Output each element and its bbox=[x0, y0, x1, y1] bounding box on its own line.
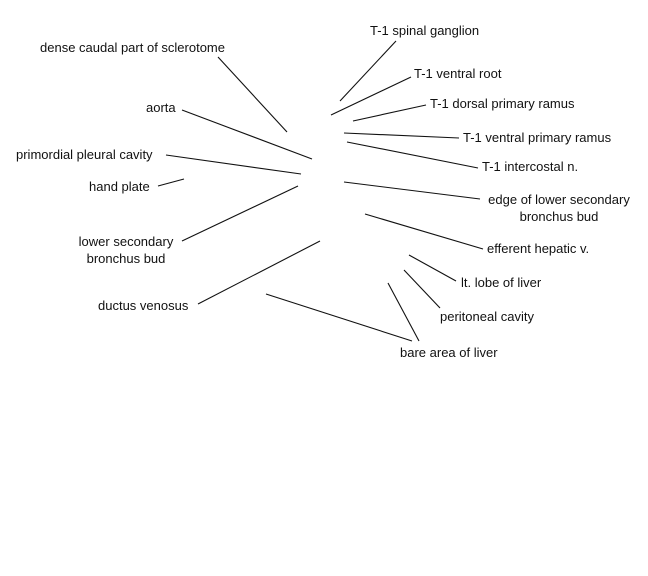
label-t1-ventral-primary-ramus: T-1 ventral primary ramus bbox=[463, 130, 612, 145]
label-dense-caudal-sclerotome: dense caudal part of sclerotome bbox=[40, 40, 225, 55]
leader-lower-secondary-bronchus-bud bbox=[181, 185, 299, 242]
label-ductus-venosus: ductus venosus bbox=[98, 298, 189, 313]
label-aorta: aorta bbox=[146, 100, 176, 115]
label-line: lower secondary bbox=[78, 234, 174, 249]
label-lower-secondary-bronchus-bud: lower secondary bronchus bud bbox=[79, 233, 174, 267]
leader-hand-plate bbox=[157, 178, 185, 187]
label-bare-area-of-liver: bare area of liver bbox=[400, 345, 498, 360]
label-line: bronchus bud bbox=[86, 251, 166, 266]
label-t1-ventral-root: T-1 ventral root bbox=[414, 66, 502, 81]
leader-t1-spinal-ganglion bbox=[339, 40, 397, 102]
label-lt-lobe-of-liver: lt. lobe of liver bbox=[461, 275, 542, 290]
leader-t1-intercostal-n bbox=[346, 141, 479, 169]
label-line: edge of lower secondary bbox=[488, 192, 630, 207]
leader-bare-area-liver-a bbox=[387, 282, 420, 342]
label-line: bronchus bud bbox=[519, 209, 599, 224]
leader-primordial-pleural-cavity bbox=[165, 154, 302, 175]
label-t1-intercostal-n: T-1 intercostal n. bbox=[482, 159, 579, 174]
label-peritoneal-cavity: peritoneal cavity bbox=[440, 309, 534, 324]
leader-t1-dorsal-primary-ramus bbox=[352, 104, 427, 122]
label-t1-spinal-ganglion: T-1 spinal ganglion bbox=[370, 23, 480, 38]
leader-t1-ventral-root bbox=[330, 76, 412, 116]
leader-edge-lower-secondary-bronchus-bud bbox=[343, 181, 481, 200]
leader-efferent-hepatic-v bbox=[364, 213, 484, 250]
leader-bare-area-liver-b bbox=[265, 293, 413, 342]
label-t1-dorsal-primary-ramus: T-1 dorsal primary ramus bbox=[430, 96, 575, 111]
label-efferent-hepatic-v: efferent hepatic v. bbox=[487, 241, 590, 256]
leader-ductus-venosus bbox=[197, 240, 321, 305]
leader-lt-lobe-of-liver bbox=[408, 254, 457, 282]
label-edge-lower-secondary-bronchus-bud: edge of lower secondary bronchus bud bbox=[488, 191, 630, 225]
leader-t1-ventral-primary-ramus bbox=[343, 132, 460, 139]
leader-aorta bbox=[181, 109, 313, 160]
leader-dense-caudal-sclerotome bbox=[217, 56, 288, 133]
label-primordial-pleural-cavity: primordial pleural cavity bbox=[16, 147, 153, 162]
label-hand-plate: hand plate bbox=[89, 179, 150, 194]
leader-peritoneal-cavity bbox=[403, 269, 441, 309]
